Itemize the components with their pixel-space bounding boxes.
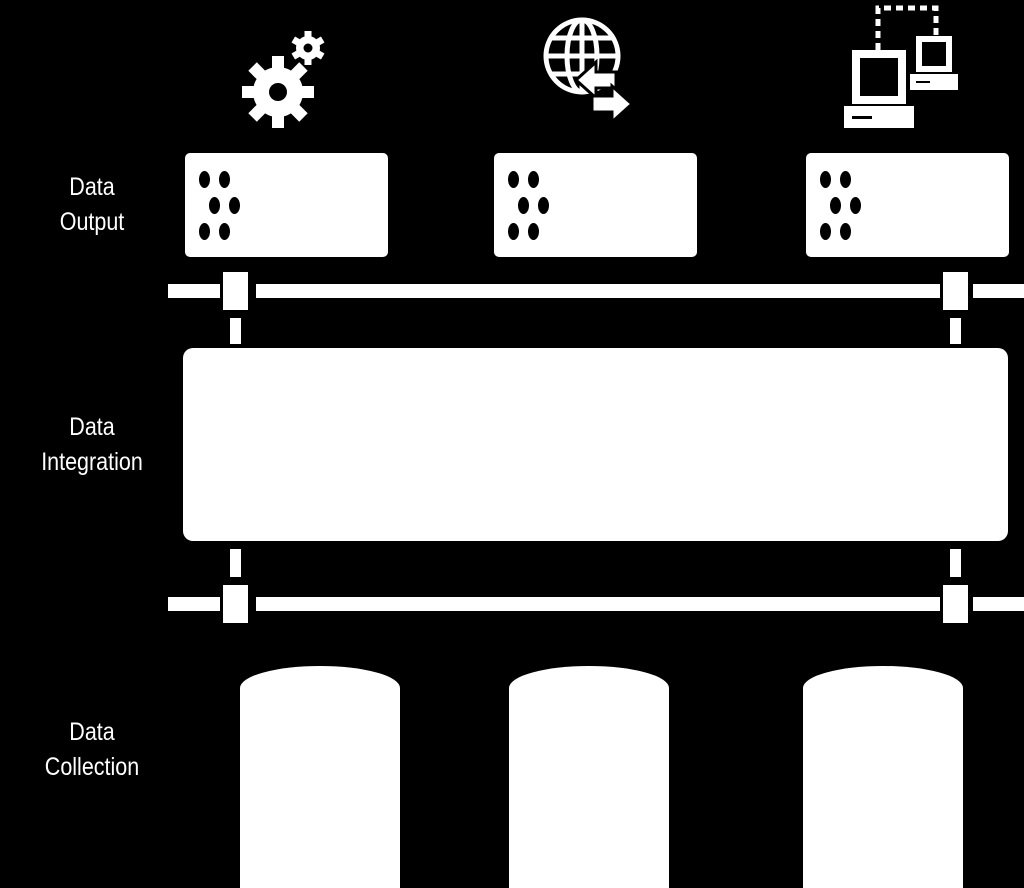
database-cylinder (240, 666, 400, 888)
output-box (806, 153, 1009, 257)
lower-bus-segment (168, 597, 220, 611)
globe-exchange-icon (543, 17, 635, 126)
lower-bus-segment (973, 597, 1024, 611)
database-cylinder (509, 666, 669, 888)
output-box (185, 153, 388, 257)
upper-bus-segment (168, 284, 220, 298)
data-output-label: Data Output (59, 173, 125, 236)
upper-bus-segment (256, 284, 940, 298)
lower-link (230, 549, 241, 577)
lower-bus-connector (943, 585, 968, 623)
data-collection-label: Data Collection (44, 718, 140, 781)
networked-computers-icon (844, 5, 958, 128)
upper-bus-connector (223, 272, 248, 310)
output-box (494, 153, 697, 257)
database-cylinder (803, 666, 963, 888)
upper-link (230, 318, 241, 344)
lower-bus-segment (256, 597, 940, 611)
lower-link (950, 549, 961, 577)
gears-icon (242, 31, 325, 128)
upper-link (950, 318, 961, 344)
upper-bus-connector (943, 272, 968, 310)
integration-box (183, 348, 1008, 541)
upper-bus-segment (973, 284, 1024, 298)
lower-bus-connector (223, 585, 248, 623)
data-integration-label: Data Integration (41, 413, 143, 476)
